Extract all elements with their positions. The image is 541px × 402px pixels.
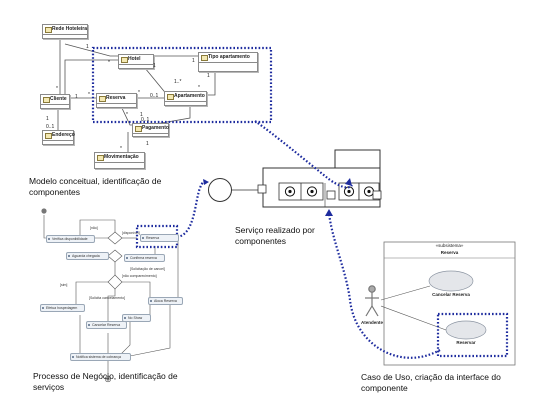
class-name: Movimentação	[104, 154, 139, 160]
multiplicity-label: 1..*	[174, 79, 182, 85]
activity-aguarda: Aguarda chegada	[66, 252, 109, 260]
class-name: Cliente	[50, 96, 67, 102]
class-name: Apartamento	[174, 93, 205, 99]
class-icon	[45, 27, 52, 33]
guard-label: [sim]	[60, 283, 68, 287]
actor-figure	[365, 285, 379, 317]
activity-no-show: No Show	[122, 314, 151, 322]
interface-lollipop	[208, 178, 232, 202]
class-endereco: Endereço	[42, 130, 75, 145]
activity-aloca: Aloca Reserva	[148, 297, 183, 305]
multiplicity-label: 0..1	[141, 117, 150, 123]
caption-line: serviços	[33, 382, 65, 392]
guard-label: [não comparecimento]	[122, 274, 157, 278]
guard-label: [Solicitação de cancel]	[130, 267, 165, 271]
class-icon	[97, 155, 104, 161]
class-icon	[43, 97, 50, 103]
class-tipo-apartamento: Tipo apartamento	[198, 52, 258, 72]
class-icon	[201, 55, 208, 61]
multiplicity-label: 1	[46, 116, 49, 122]
multiplicity-label: 0..1	[46, 124, 55, 130]
class-pagamento: Pagamento	[132, 123, 169, 137]
class-movimentacao: Movimentação	[94, 152, 145, 169]
subsystem-name: Reserva	[440, 250, 459, 255]
class-name: Endereço	[52, 132, 75, 138]
multiplicity-label: 1	[192, 58, 195, 64]
class-name: Pagamento	[142, 125, 169, 131]
caption-service: Serviço realizado por componentes	[235, 225, 315, 247]
actor-name: Atendente	[360, 320, 383, 325]
caption-line: componentes	[235, 236, 287, 246]
class-name: Rede Hoteleira	[52, 26, 88, 32]
class-icon	[45, 133, 52, 139]
class-hotel: Hotel	[118, 54, 154, 69]
merge-diamond	[107, 249, 123, 263]
class-apartamento: Apartamento	[164, 91, 207, 106]
caption-model: Modelo conceitual, identificação de comp…	[29, 176, 161, 198]
multiplicity-label: *	[88, 92, 90, 98]
interface-highlight-box	[436, 312, 509, 358]
use-case-cancelar-reserva: Cancelar Reserva	[432, 292, 470, 297]
activity-notifica: Notifica sistema de cobrança	[70, 353, 131, 361]
class-name: Hotel	[128, 56, 141, 62]
multiplicity-label: *	[126, 112, 128, 118]
decision-diamond-2	[107, 274, 123, 290]
guard-label: [disponível]	[122, 231, 140, 235]
guard-label: [Solicita cancelamento]	[89, 296, 125, 300]
caption-line: componentes	[29, 187, 81, 197]
multiplicity-label: 1	[86, 44, 89, 50]
class-cliente: Cliente	[40, 94, 70, 109]
multiplicity-label: *	[198, 85, 200, 91]
class-icon	[135, 126, 142, 132]
caption-line: componente	[361, 383, 408, 393]
activity-confirma: Confirma reserva	[124, 254, 165, 262]
multiplicity-label: 0..1	[150, 93, 159, 99]
multiplicity-label: 1	[146, 141, 149, 147]
arrowheads	[203, 178, 352, 216]
multiplicity-label: *	[120, 146, 122, 152]
subsystem-stereotype: «subsistema»	[435, 243, 464, 248]
class-icon	[99, 96, 106, 102]
class-name: Reserva	[106, 95, 126, 101]
caption-usecase: Caso de Uso, criação da interface do com…	[361, 372, 501, 394]
class-icon	[167, 94, 174, 100]
caption-line: Processo de Negócio, identificação de	[33, 371, 178, 381]
initial-node	[41, 208, 47, 214]
multiplicity-label: 1	[140, 112, 143, 118]
guard-label: [não]	[90, 226, 98, 230]
multiplicity-label: 1	[207, 73, 210, 79]
class-name: Tipo apartamento	[208, 54, 250, 60]
multiplicity-label: *	[138, 90, 140, 96]
activity-verifica: Verifica disponibilidade	[46, 235, 95, 243]
activity-cancelar: Cancelar Reserva	[86, 321, 127, 329]
activity-efetua-hospedagem: Efetua hospedagem	[40, 304, 85, 312]
activity-reserva: Reserva	[140, 234, 179, 242]
multiplicity-label: *	[56, 86, 58, 92]
caption-line: Caso de Uso, criação da interface do	[361, 372, 501, 382]
caption-line: Modelo conceitual, identificação de	[29, 176, 162, 186]
decision-diamond	[107, 231, 123, 245]
caption-line: Serviço realizado por	[235, 225, 315, 235]
final-node-inner	[106, 377, 110, 381]
class-icon	[121, 57, 128, 63]
class-reserva: Reserva	[96, 93, 137, 108]
multiplicity-label: *	[108, 60, 110, 66]
class-rede-hoteleira: Rede Hoteleira	[42, 24, 88, 39]
use-case-reservar: Reservar	[456, 340, 476, 345]
multiplicity-label: 1	[75, 94, 78, 100]
component-box	[257, 149, 382, 208]
multiplicity-label: 1	[153, 63, 156, 69]
subsystem-frame	[380, 241, 516, 366]
caption-process: Processo de Negócio, identificação de se…	[33, 371, 178, 393]
